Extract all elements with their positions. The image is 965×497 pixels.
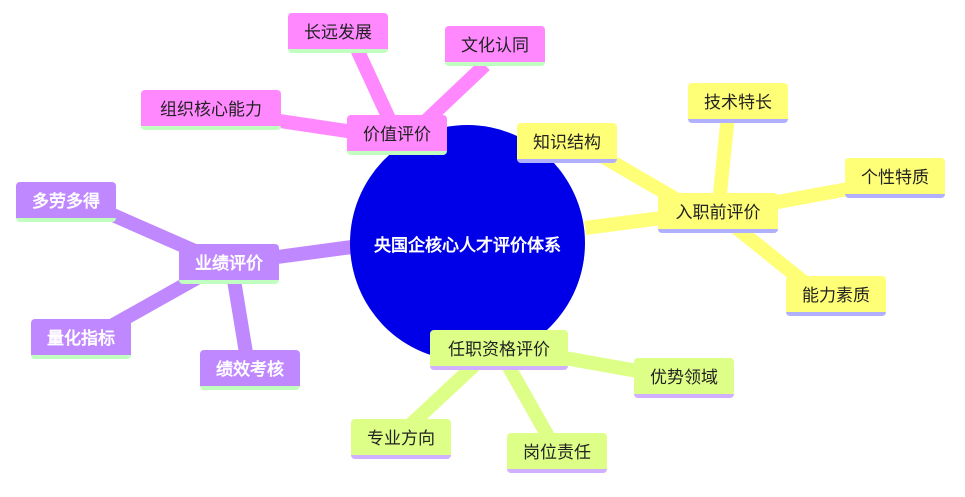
leaf-advantage[interactable]: 优势领域 [634,358,734,398]
leaf-specialty[interactable]: 专业方向 [351,419,451,459]
leaf-culture[interactable]: 文化认同 [445,26,545,66]
leaf-quantified[interactable]: 量化指标 [31,319,131,359]
leaf-responsibility[interactable]: 岗位责任 [507,433,607,473]
leaf-core-capability[interactable]: 组织核心能力 [141,90,281,130]
leaf-ability[interactable]: 能力素质 [786,276,886,316]
root-node[interactable]: 央国企核心人才评价体系 [350,125,585,361]
branch-performance[interactable]: 业绩评价 [179,244,279,284]
leaf-more-work[interactable]: 多劳多得 [16,182,116,222]
branch-value[interactable]: 价值评价 [347,115,447,155]
edge [498,356,557,444]
leaf-skills[interactable]: 技术特长 [688,83,788,123]
branch-qualification[interactable]: 任职资格评价 [430,330,568,370]
leaf-knowledge[interactable]: 知识结构 [517,123,617,163]
leaf-personality[interactable]: 个性特质 [845,158,945,198]
edge [400,354,485,436]
branch-entry[interactable]: 入职前评价 [658,193,778,233]
leaf-kpi[interactable]: 绩效考核 [200,350,300,390]
leaf-long-term[interactable]: 长远发展 [288,13,388,53]
edge [225,266,255,367]
